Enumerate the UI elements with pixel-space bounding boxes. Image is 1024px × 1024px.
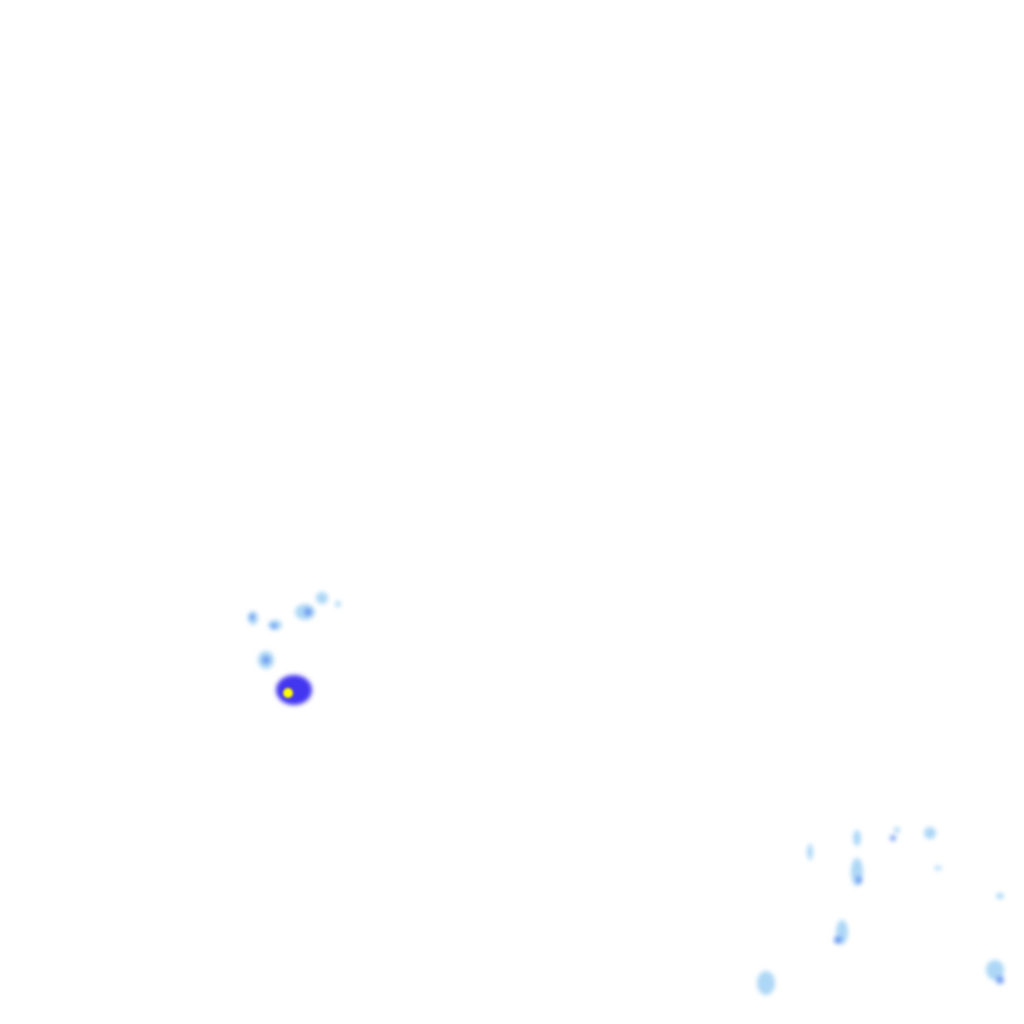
precip-cell-light [335,601,341,607]
precip-cell-medium [271,623,277,629]
precip-cell-light [853,830,861,846]
precip-cell-medium [834,936,842,944]
precip-cell-medium [304,608,312,616]
precip-cell-light [934,866,942,870]
precip-cell-medium [996,976,1004,984]
precip-cell-light [986,960,1004,980]
precip-cell-medium [249,614,255,620]
precip-cell-strong [276,675,312,705]
precip-cell-medium [890,835,896,841]
precip-cell-medium [856,876,862,884]
precip-cell-light [924,827,936,839]
precip-cell-medium [262,656,270,664]
precip-cell-intense [283,688,293,698]
precip-cell-light [316,592,328,604]
precip-cell-light [996,893,1004,899]
precip-cell-light [757,971,775,995]
precip-cell-light [894,827,900,833]
precip-cell-light [807,844,813,860]
